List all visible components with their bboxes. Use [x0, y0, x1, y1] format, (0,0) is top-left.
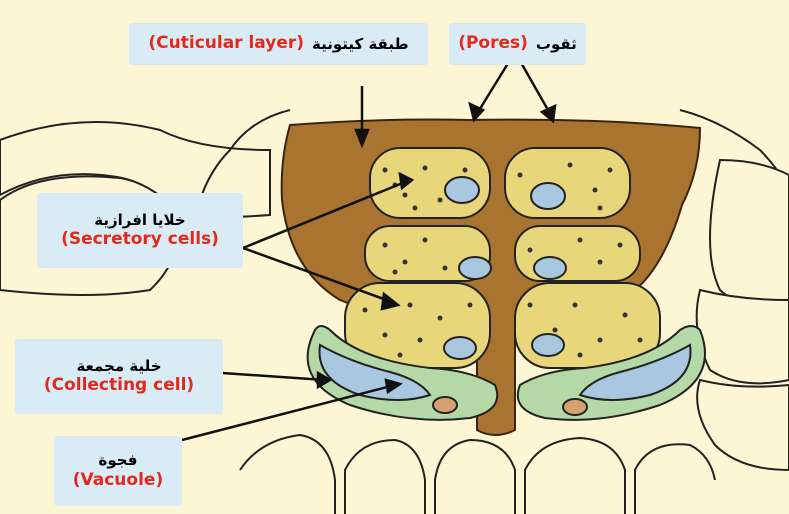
- epidermal-cell: [697, 380, 789, 470]
- epidermal-cell: [525, 438, 625, 514]
- label-cuticular-en: (Cuticular layer): [148, 33, 304, 54]
- epidermal-cell: [435, 440, 515, 514]
- epidermal-cell: [240, 435, 335, 514]
- epidermal-cell: [635, 444, 715, 514]
- label-secretory-cells: خلايا افرازية (Secretory cells): [37, 193, 243, 268]
- label-pores-en: (Pores): [458, 33, 528, 54]
- label-cuticular-ar: طبقة كيتونية: [312, 35, 409, 54]
- label-secretory-en: (Secretory cells): [61, 229, 219, 250]
- secretory-cell: [515, 226, 640, 281]
- epidermal-cell: [697, 290, 789, 383]
- label-collecting-en: (Collecting cell): [44, 375, 194, 396]
- secretory-cell: [505, 148, 630, 218]
- label-vacuole-ar: فجوة: [99, 451, 138, 470]
- label-secretory-ar: خلايا افرازية: [94, 211, 186, 230]
- label-collecting-cell: خلية مجمعة (Collecting cell): [15, 339, 223, 414]
- epidermal-cell: [345, 440, 425, 514]
- label-pores: (Pores) ثقوب: [449, 23, 586, 65]
- label-vacuole: فجوة (Vacuole): [54, 436, 182, 506]
- label-collecting-ar: خلية مجمعة: [76, 357, 161, 376]
- label-vacuole-en: (Vacuole): [73, 470, 163, 491]
- epidermal-cell: [710, 160, 789, 303]
- label-cuticular-layer: (Cuticular layer) طبقة كيتونية: [129, 23, 428, 65]
- label-pores-ar: ثقوب: [536, 35, 577, 54]
